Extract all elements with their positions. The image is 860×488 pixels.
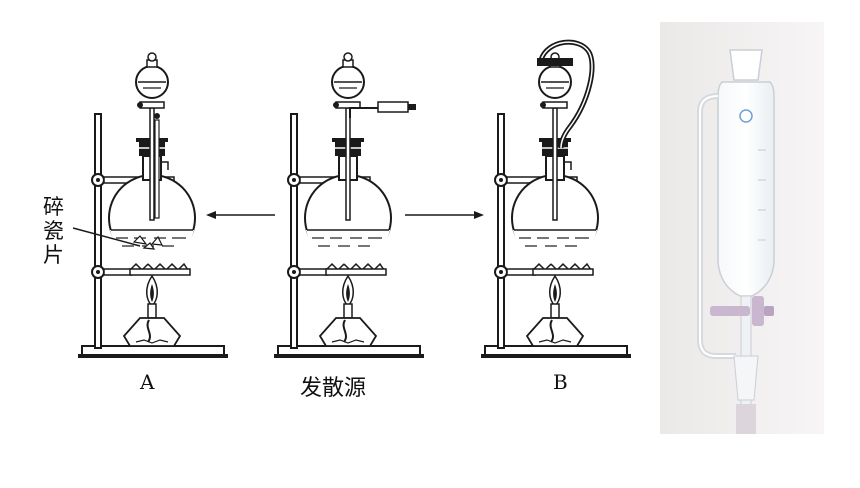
apparatus-a bbox=[77, 52, 229, 359]
funnel-photo bbox=[660, 22, 824, 434]
arrow-to-b bbox=[405, 211, 484, 219]
label-a: A bbox=[140, 370, 155, 394]
apparatus-b bbox=[480, 39, 632, 359]
label-source: 发散源 bbox=[300, 376, 367, 401]
chips-pointer bbox=[72, 227, 141, 247]
arrow-to-a bbox=[206, 211, 275, 219]
apparatus-source bbox=[273, 52, 425, 359]
label-b: B bbox=[553, 370, 568, 394]
label-boiling-chips: 碎瓷片 bbox=[43, 195, 64, 267]
